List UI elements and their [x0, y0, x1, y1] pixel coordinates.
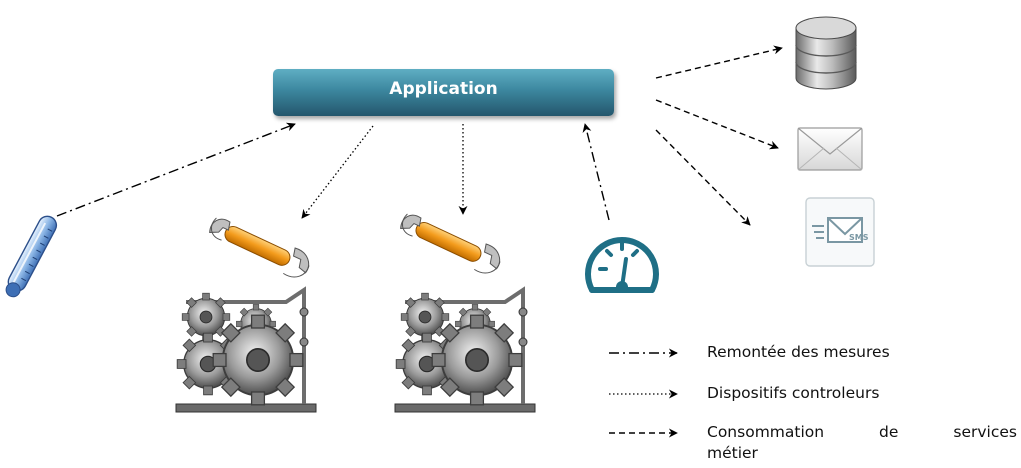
legend-label-controllers: Dispositifs controleurs: [707, 384, 880, 402]
application-box: Application: [273, 69, 614, 116]
arrow-gauge-to-app: [582, 123, 610, 221]
legend-label-services-line2: métier: [707, 444, 758, 462]
gears-icon: [395, 290, 535, 412]
arrow-app-to-database: [655, 45, 783, 79]
arrow-app-to-envelope: [655, 99, 779, 150]
envelope-icon: [797, 127, 863, 171]
sms-icon: SMS: [805, 197, 875, 267]
application-label: Application: [389, 79, 498, 99]
thermometer-icon: [5, 215, 58, 298]
database-icon: [795, 16, 857, 90]
sms-icon-text: SMS: [849, 233, 869, 242]
arrow-app-to-left-wrench: [301, 125, 374, 219]
arrow-thermometer-to-app: [56, 122, 296, 217]
wrench-icon: [396, 207, 506, 279]
wrench-icon: [205, 211, 315, 283]
gauge-icon: [585, 237, 659, 293]
legend-label-services: Consommation de services: [707, 423, 1017, 441]
arrow-app-to-sms: [655, 129, 751, 226]
gears-icon: [176, 290, 316, 412]
legend-label-measures: Remontée des mesures: [707, 343, 890, 361]
